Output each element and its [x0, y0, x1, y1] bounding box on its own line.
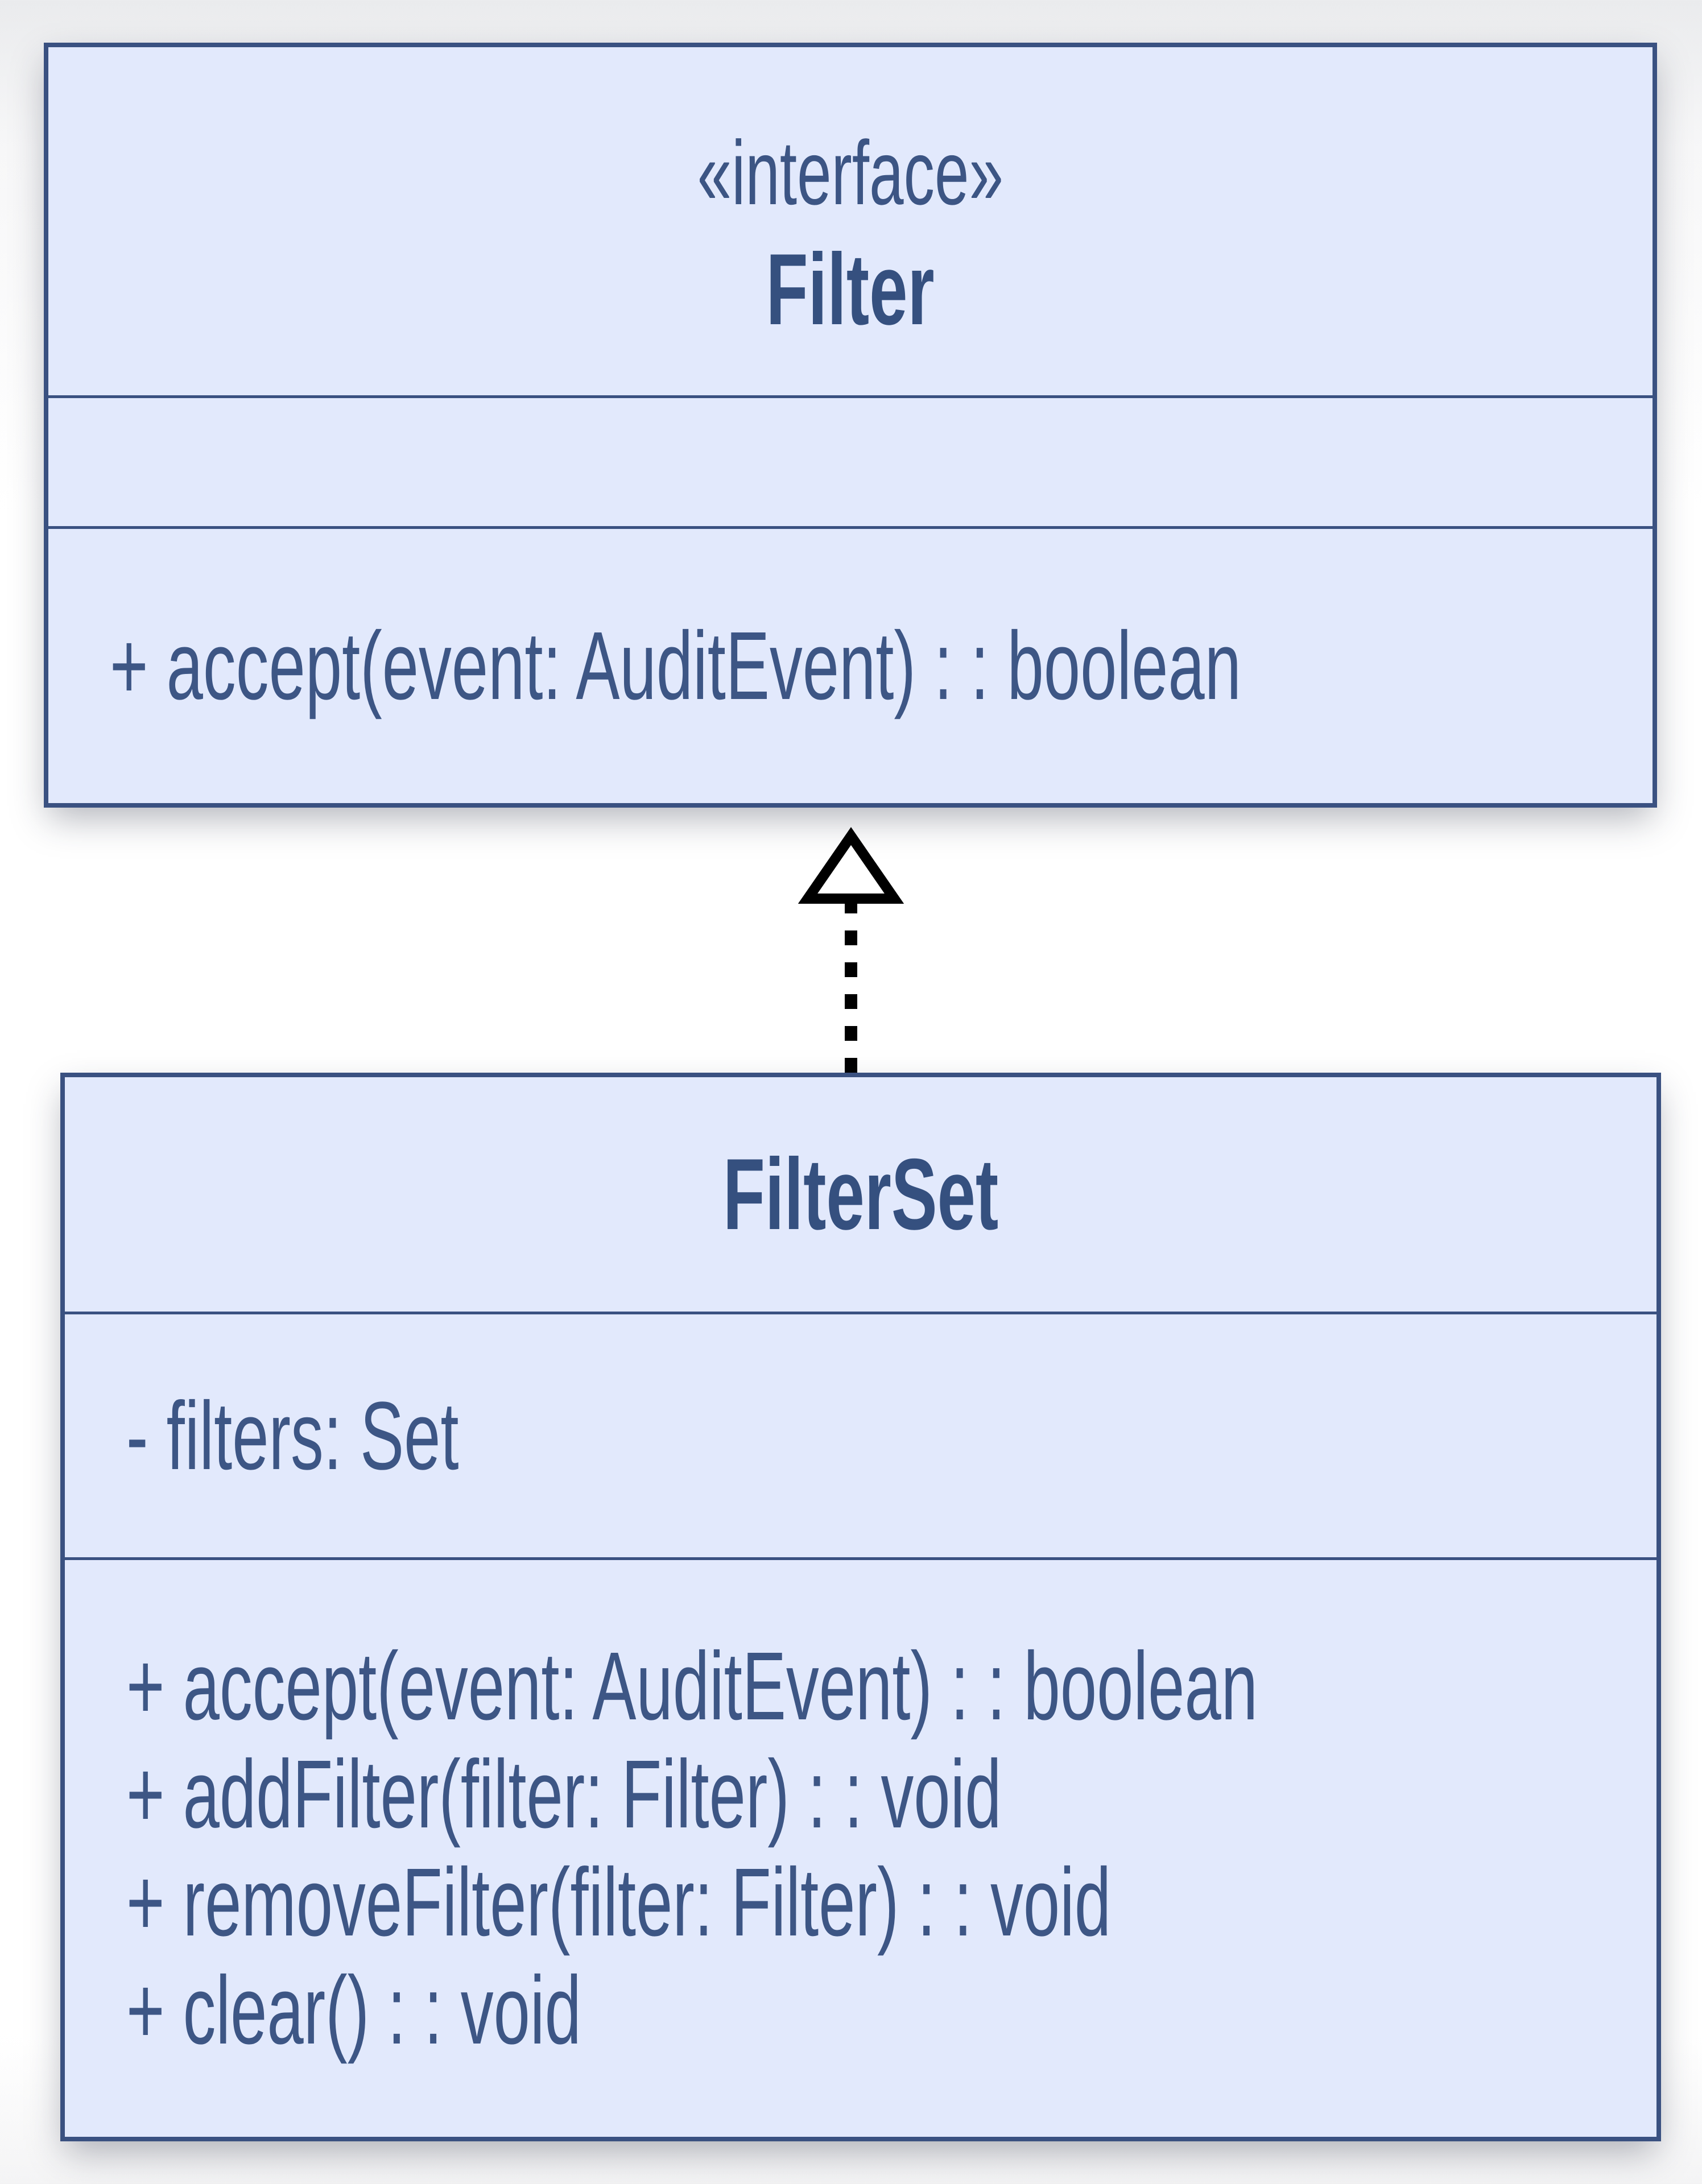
filterset-method-removefilter: + removeFilter(filter: Filter) : : void: [126, 1848, 1112, 1956]
filter-method-accept: + accept(event: AuditEvent) : : boolean: [110, 612, 1241, 720]
filter-attributes-compartment-empty: [48, 395, 1653, 526]
filter-title-compartment: «interface» Filter: [48, 47, 1653, 395]
filterset-title-compartment: FilterSet: [65, 1077, 1656, 1312]
filterset-methods-compartment: + accept(event: AuditEvent) : : boolean …: [65, 1557, 1656, 2137]
realization-arrow[interactable]: [783, 812, 919, 1075]
filterset-attribute-filters: - filters: Set: [126, 1381, 459, 1490]
filter-class-name: Filter: [766, 233, 935, 346]
filterset-method-addfilter: + addFilter(filter: Filter) : : void: [126, 1740, 1002, 1848]
filterset-attributes-compartment: - filters: Set: [65, 1312, 1656, 1557]
interface-stereotype-label: «interface»: [697, 122, 1004, 224]
filterset-method-clear: + clear() : : void: [126, 1956, 581, 2065]
filter-methods-compartment: + accept(event: AuditEvent) : : boolean: [48, 526, 1653, 803]
class-box-filter-interface[interactable]: «interface» Filter + accept(event: Audit…: [44, 43, 1657, 808]
class-box-filterset[interactable]: FilterSet - filters: Set + accept(event:…: [60, 1073, 1661, 2141]
hollow-triangle-arrowhead-icon: [798, 827, 904, 904]
filterset-class-name: FilterSet: [722, 1138, 999, 1251]
filterset-method-accept: + accept(event: AuditEvent) : : boolean: [126, 1632, 1258, 1740]
